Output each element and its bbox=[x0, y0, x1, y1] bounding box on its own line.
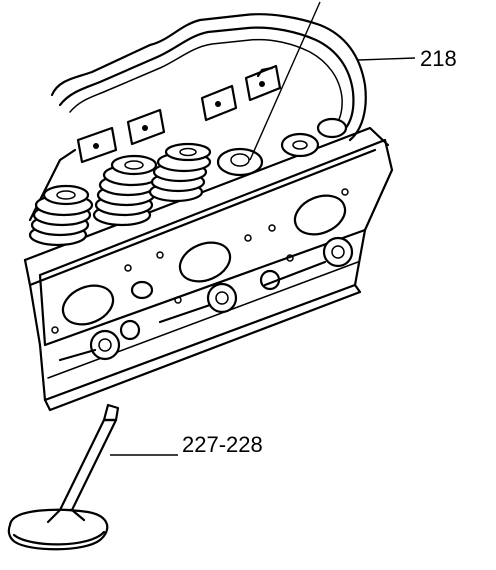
exhaust-port-1 bbox=[61, 284, 115, 326]
callout-label-gasket: 218 bbox=[420, 46, 457, 71]
lower-boss-4 bbox=[119, 319, 141, 341]
bolt-hole bbox=[268, 224, 276, 232]
bolt-hole bbox=[174, 296, 182, 304]
lower-bosses bbox=[58, 236, 354, 362]
leader-top bbox=[249, 1, 321, 161]
bolt-hole bbox=[51, 326, 59, 334]
bolt-hole bbox=[156, 251, 164, 259]
lower-boss-2 bbox=[206, 282, 238, 314]
valve-spring-4 bbox=[216, 147, 264, 177]
rocker-pedestals bbox=[76, 64, 282, 164]
bolt-hole bbox=[244, 234, 252, 242]
bolt-hole bbox=[286, 254, 294, 262]
intake-valve bbox=[7, 403, 120, 551]
bolt-hole bbox=[341, 188, 349, 196]
retainer-2 bbox=[316, 117, 348, 139]
rocker-cover-gasket bbox=[50, 13, 367, 142]
leader-lines bbox=[110, 1, 416, 456]
exhaust-ports bbox=[51, 188, 349, 334]
callout-label-valve: 227-228 bbox=[182, 432, 263, 457]
lower-boss-3 bbox=[322, 236, 354, 268]
valve-spring-3 bbox=[148, 142, 212, 203]
exhaust-port-2 bbox=[178, 241, 232, 283]
exhaust-port-4 bbox=[130, 280, 154, 300]
valve-springs bbox=[28, 117, 348, 247]
retainer-1 bbox=[280, 132, 320, 158]
valve-spring-1 bbox=[28, 184, 94, 247]
exhaust-port-3 bbox=[293, 194, 347, 236]
bolt-hole bbox=[124, 264, 132, 272]
leader-gasket bbox=[357, 57, 416, 61]
lower-boss-1 bbox=[89, 329, 121, 361]
